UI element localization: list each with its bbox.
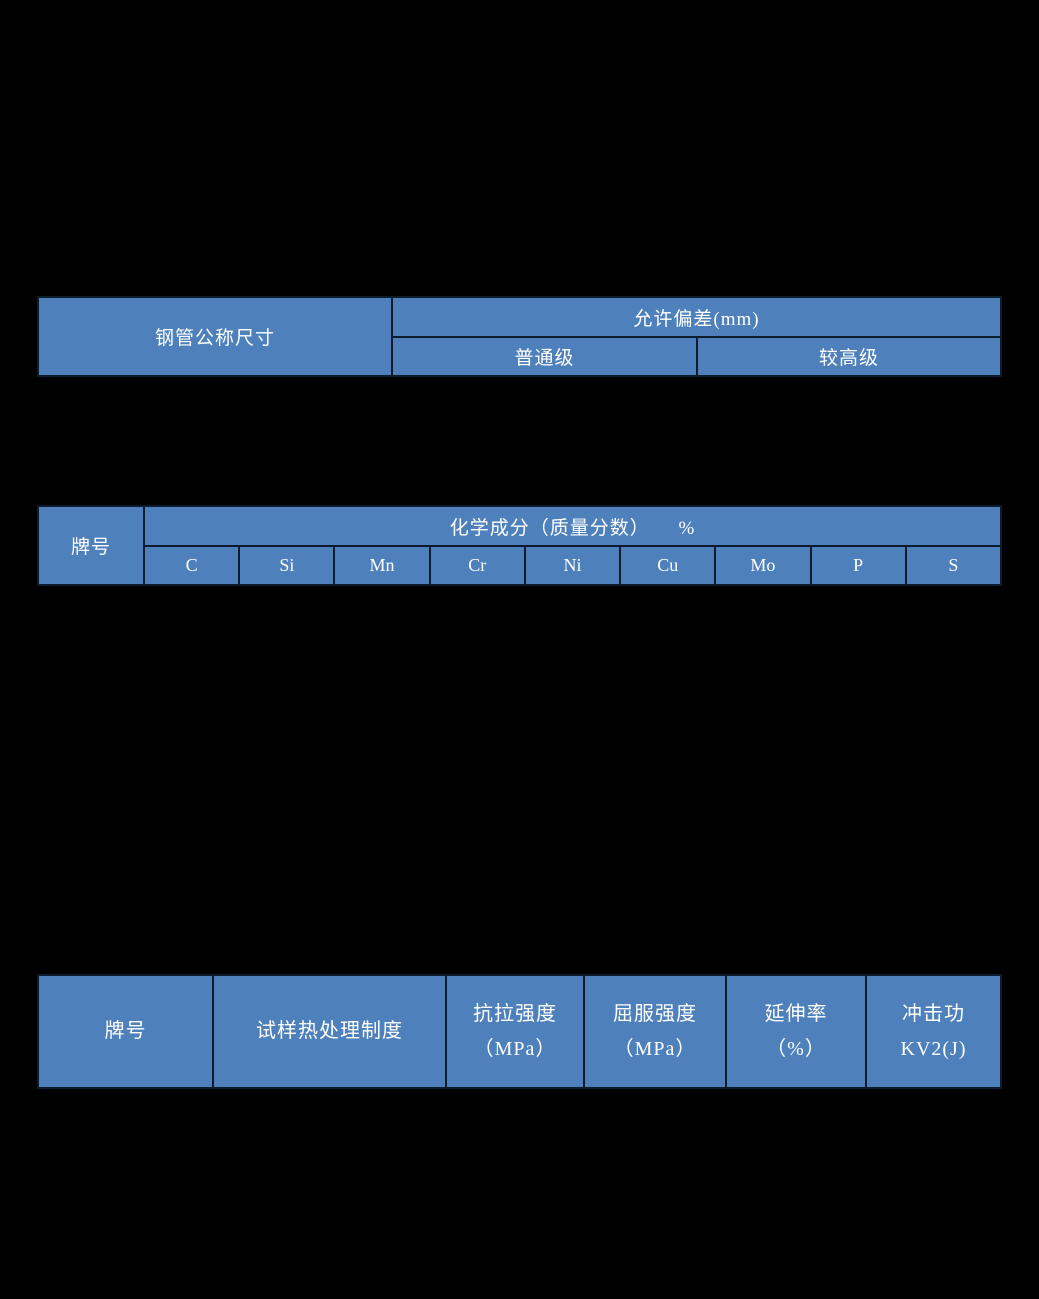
chemical-composition-table: 牌号 化学成分（质量分数） % C Si Mn Cr Ni Cu Mo P S xyxy=(37,505,1002,586)
mechanical-properties-table: 牌号 试样热处理制度 抗拉强度 （MPa） 屈服强度 （MPa） 延伸率 （%）… xyxy=(37,974,1002,1089)
column-label-line2: （MPa） xyxy=(473,1037,557,1060)
column-label: 试样热处理制度 xyxy=(256,1020,403,1042)
dimension-subheader-ordinary: 普通级 xyxy=(393,338,696,375)
chemistry-column-p: P xyxy=(811,547,905,584)
chemistry-column-mo: Mo xyxy=(716,547,810,584)
mechanical-column-tensile-strength: 抗拉强度 （MPa） xyxy=(447,976,583,1087)
chemistry-top-header: 化学成分（质量分数） % xyxy=(145,507,1000,545)
dimension-tolerance-table: 钢管公称尺寸 允许偏差(mm) 普通级 较高级 xyxy=(37,296,1002,377)
column-label: 抗拉强度 xyxy=(473,1002,557,1025)
chemistry-column-c: C xyxy=(145,547,239,584)
column-label-line2: （%） xyxy=(766,1037,826,1060)
chemistry-column-mn: Mn xyxy=(335,547,429,584)
column-label: 屈服强度 xyxy=(613,1002,697,1025)
mechanical-column-grade: 牌号 xyxy=(39,976,212,1087)
column-label: 延伸率 xyxy=(764,1002,828,1025)
chemistry-column-si: Si xyxy=(240,547,334,584)
column-label: 牌号 xyxy=(104,1020,147,1042)
mechanical-column-heat-treatment: 试样热处理制度 xyxy=(214,976,445,1087)
chemistry-column-s: S xyxy=(906,547,1000,584)
chemistry-column-ni: Ni xyxy=(525,547,620,584)
mechanical-column-yield-strength: 屈服强度 （MPa） xyxy=(585,976,725,1087)
column-label: 冲击功 xyxy=(902,1002,965,1025)
column-label-line2: （MPa） xyxy=(613,1037,697,1060)
chemistry-corner-header: 牌号 xyxy=(39,507,143,584)
mechanical-column-impact-energy: 冲击功 KV2(J) xyxy=(867,976,1000,1087)
dimension-top-header: 允许偏差(mm) xyxy=(393,298,1000,336)
column-label-line2: KV2(J) xyxy=(900,1037,967,1060)
mechanical-column-elongation: 延伸率 （%） xyxy=(727,976,865,1087)
dimension-corner-header: 钢管公称尺寸 xyxy=(39,298,391,375)
dimension-subheader-higher: 较高级 xyxy=(698,338,1000,375)
chemistry-column-cu: Cu xyxy=(621,547,715,584)
chemistry-column-cr: Cr xyxy=(430,547,524,584)
